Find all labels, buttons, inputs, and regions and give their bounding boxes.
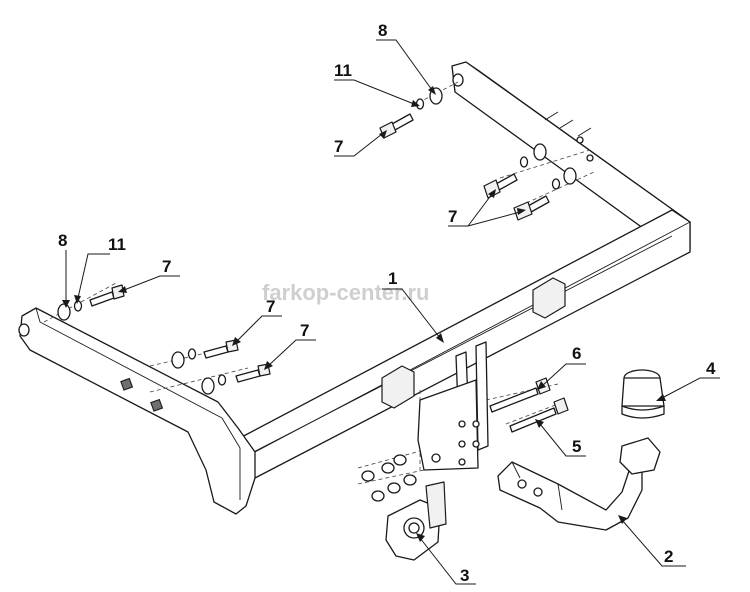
callout-6: 6 xyxy=(572,344,581,363)
callout-7-left-mid: 7 xyxy=(266,297,275,316)
callout-7-right-pair: 7 xyxy=(448,207,457,226)
bolts-part-6-5 xyxy=(489,377,569,433)
callout-7-left-top: 7 xyxy=(162,257,171,276)
callout-8-right: 8 xyxy=(378,21,387,40)
callout-11-right: 11 xyxy=(334,61,352,80)
callout-1: 1 xyxy=(388,269,397,288)
callout-11-left: 11 xyxy=(108,235,126,254)
callout-5: 5 xyxy=(572,437,581,456)
right-top-fasteners xyxy=(379,87,443,139)
callout-2: 2 xyxy=(664,547,673,566)
tow-ball-neck xyxy=(497,437,661,531)
callout-4: 4 xyxy=(706,359,716,378)
left-side-bracket xyxy=(18,307,256,515)
callout-8-left: 8 xyxy=(58,231,67,250)
leader-lines xyxy=(62,39,720,585)
callout-labels: 1 2 3 4 5 6 7 7 7 7 7 8 8 11 11 xyxy=(58,21,716,585)
callout-3: 3 xyxy=(460,566,469,585)
assembly-guide-lines xyxy=(43,81,595,485)
watermark-text: farkop-center.ru xyxy=(262,280,430,305)
callout-7-right-top: 7 xyxy=(334,137,343,156)
tow-ball-cover xyxy=(621,369,665,419)
ball-mount-plate xyxy=(417,341,489,471)
callout-7-left-low: 7 xyxy=(300,321,309,340)
plate-fasteners xyxy=(361,454,417,502)
socket-plate xyxy=(385,481,447,561)
